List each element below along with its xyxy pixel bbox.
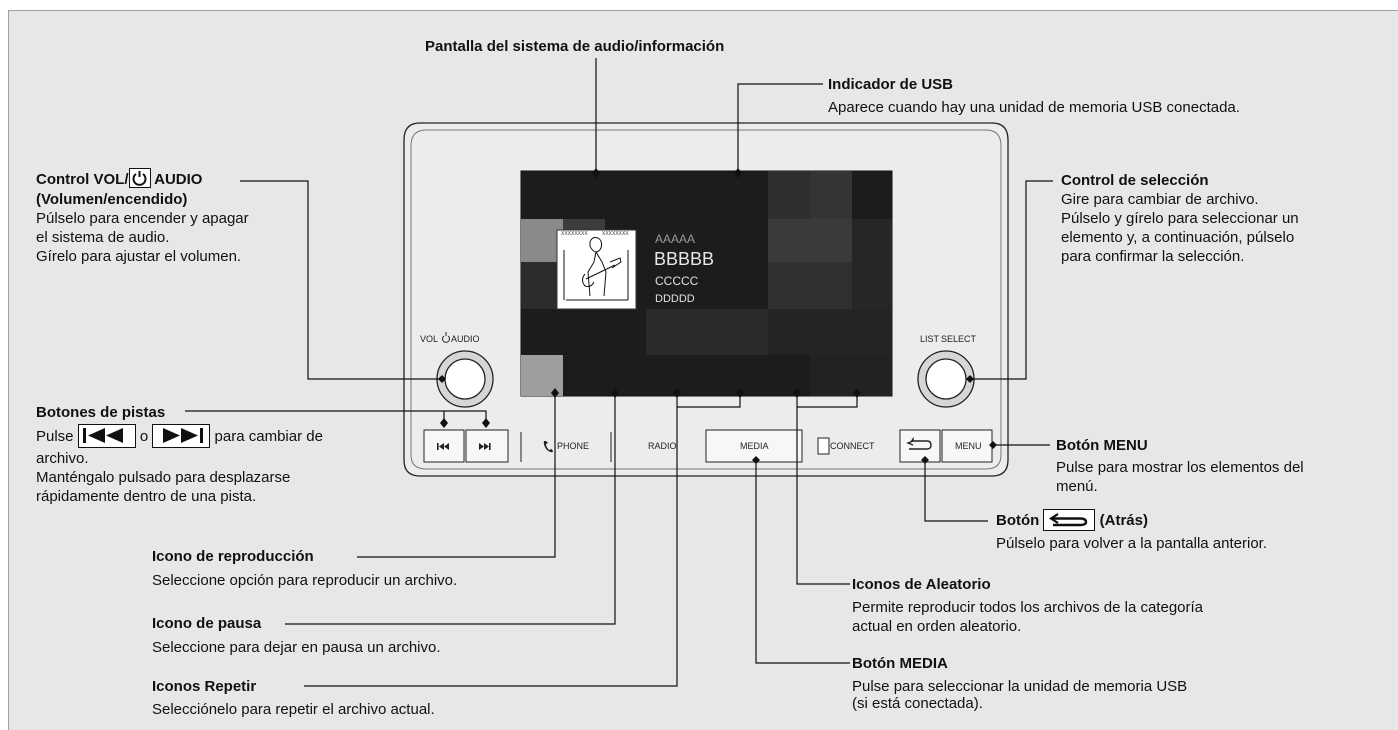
callout-pistas-desc: Pulse o para cambiar de bbox=[36, 424, 323, 449]
callout-media-desc2: (si está conectada). bbox=[852, 695, 983, 712]
callout-atras-desc: Púlselo para volver a la pantalla anteri… bbox=[996, 535, 1267, 552]
callout-usb: Indicador de USB Aparece cuando hay una … bbox=[828, 75, 1240, 117]
album-caption-right: XXXXXXXX bbox=[602, 231, 629, 237]
callout-atras-title-pre: Botón bbox=[996, 511, 1044, 529]
screen-line-2: BBBBB bbox=[654, 249, 715, 269]
menu-button-label: MENU bbox=[955, 441, 982, 451]
callout-vol-desc3: Gírelo para ajustar el volumen. bbox=[36, 248, 242, 266]
phone-button-label: PHONE bbox=[557, 441, 590, 451]
callout-pantalla: Pantalla del sistema de audio/informació… bbox=[425, 37, 724, 56]
callout-usb-desc: Aparece cuando hay una unidad de memoria… bbox=[828, 99, 1240, 116]
callout-pausa-title: Icono de pausa bbox=[152, 615, 262, 632]
callout-media: Botón MEDIA Pulse para seleccionar la un… bbox=[852, 654, 1187, 711]
callout-reproduccion: Icono de reproducción Seleccione opción … bbox=[152, 547, 457, 590]
next-track-icon bbox=[152, 424, 211, 448]
audio-label: AUDIO bbox=[451, 334, 480, 344]
callout-menu-desc1: Pulse para mostrar los elementos del bbox=[1056, 459, 1304, 476]
screen-line-4: DDDDD bbox=[655, 293, 695, 305]
callout-aleatorio-desc2: actual en orden aleatorio. bbox=[852, 618, 1022, 635]
screen-line-1: AAAAA bbox=[655, 232, 696, 246]
media-button-label: MEDIA bbox=[740, 441, 769, 451]
callout-pistas-desc2: archivo. bbox=[36, 450, 89, 467]
callout-pistas-desc4: rápidamente dentro de una pista. bbox=[36, 488, 257, 505]
callout-atras: Botón (Atrás) Púlselo para volver a la p… bbox=[996, 509, 1267, 553]
callout-seleccion-desc1: Gire para cambiar de archivo. bbox=[1061, 191, 1259, 208]
power-icon bbox=[128, 168, 151, 189]
callout-vol-title: Control VOL/ AUDIO bbox=[36, 168, 249, 190]
callout-vol: Control VOL/ AUDIO (Volumen/encendido) P… bbox=[36, 168, 249, 266]
previous-track-icon bbox=[77, 424, 136, 448]
album-caption-left: XXXXXXXX bbox=[561, 231, 588, 237]
list-label: LIST bbox=[920, 334, 940, 344]
callout-pistas: Botones de pistas Pulse o para cambiar d… bbox=[36, 403, 323, 506]
callout-repetir-desc: Selecciónelo para repetir el archivo act… bbox=[152, 701, 435, 718]
screen-line-3: CCCCC bbox=[655, 274, 699, 288]
callout-vol-title2: (Volumen/encendido) bbox=[36, 191, 188, 209]
callout-seleccion-title: Control de selección bbox=[1061, 172, 1209, 189]
callout-media-desc1: Pulse para seleccionar la unidad de memo… bbox=[852, 678, 1188, 695]
callout-pausa: Icono de pausa Seleccione para dejar en … bbox=[152, 614, 441, 657]
connect-button-label: CONNECT bbox=[830, 441, 875, 451]
callout-seleccion-desc3: elemento y, a continuación, púlselo bbox=[1061, 229, 1295, 246]
callout-atras-title: Botón (Atrás) bbox=[996, 509, 1267, 532]
select-label: SELECT bbox=[941, 334, 977, 344]
callout-pantalla-title: Pantalla del sistema de audio/informació… bbox=[425, 38, 725, 55]
callout-vol-title-pre: Control VOL/ bbox=[36, 171, 129, 188]
callout-aleatorio: Iconos de Aleatorio Permite reproducir t… bbox=[852, 575, 1203, 636]
callout-aleatorio-title: Iconos de Aleatorio bbox=[852, 576, 991, 593]
vol-label: VOL bbox=[420, 334, 439, 344]
callout-pistas-desc3: Manténgalo pulsado para desplazarse bbox=[36, 469, 291, 486]
callout-pistas-desc-mid: o bbox=[135, 427, 153, 445]
callout-pistas-title: Botones de pistas bbox=[36, 404, 166, 421]
callout-repetir-title: Iconos Repetir bbox=[152, 678, 257, 695]
callout-pistas-desc-pre: Pulse bbox=[36, 427, 78, 445]
callout-pistas-desc-post: para cambiar de bbox=[210, 427, 323, 445]
callout-menu: Botón MENU Pulse para mostrar los elemen… bbox=[1056, 436, 1304, 496]
callout-menu-desc2: menú. bbox=[1056, 478, 1098, 495]
callout-usb-title: Indicador de USB bbox=[828, 76, 954, 93]
callout-repetir: Iconos Repetir Selecciónelo para repetir… bbox=[152, 677, 435, 719]
callout-reproduccion-desc: Seleccione opción para reproducir un arc… bbox=[152, 572, 458, 589]
callout-vol-desc2: el sistema de audio. bbox=[36, 229, 170, 247]
radio-button-label: RADIO bbox=[648, 441, 677, 451]
callout-pausa-desc: Seleccione para dejar en pausa un archiv… bbox=[152, 639, 441, 656]
callout-menu-title: Botón MENU bbox=[1056, 437, 1148, 454]
callout-media-title: Botón MEDIA bbox=[852, 655, 948, 672]
callout-reproduccion-title: Icono de reproducción bbox=[152, 548, 314, 565]
callout-seleccion-desc2: Púlselo y gírelo para seleccionar un bbox=[1061, 210, 1299, 227]
callout-atras-title-post: (Atrás) bbox=[1095, 511, 1148, 529]
callout-seleccion: Control de selección Gire para cambiar d… bbox=[1061, 171, 1299, 266]
callout-seleccion-desc4: para confirmar la selección. bbox=[1061, 248, 1245, 265]
callout-vol-desc1: Púlselo para encender y apagar bbox=[36, 210, 249, 228]
back-icon bbox=[1043, 509, 1096, 531]
callout-aleatorio-desc1: Permite reproducir todos los archivos de… bbox=[852, 599, 1204, 616]
callout-vol-title-post: AUDIO bbox=[150, 171, 203, 188]
